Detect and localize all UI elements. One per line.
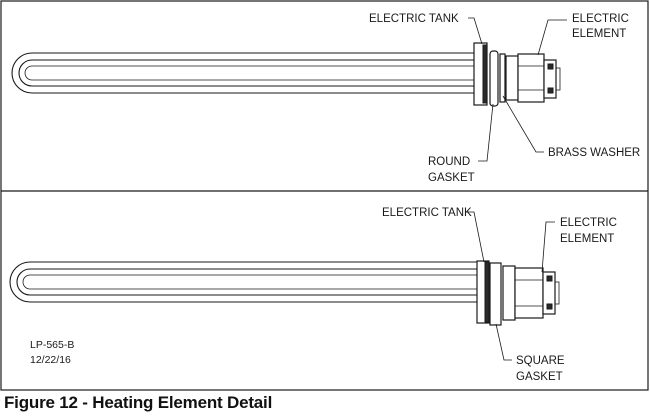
bottom-label-electric-tank: ELECTRIC TANK [382, 207, 472, 219]
top-hex-head [505, 55, 519, 101]
bottom-leader-electric-element [541, 221, 555, 273]
top-label-brass-washer: BRASS WASHER [548, 147, 640, 159]
bottom-leader-square-gasket [495, 323, 512, 361]
top-tank-wall [482, 44, 488, 104]
bottom-element-body [514, 267, 544, 319]
bottom-label-square-gasket-1: SQUARE [516, 355, 565, 367]
doc-number: LP-565-B [30, 339, 74, 351]
top-label-electric-element-2: ELEMENT [572, 28, 626, 40]
top-brass-washer [499, 53, 506, 103]
top-element-body [517, 53, 545, 103]
bottom-element-tube [9, 261, 478, 303]
top-element-tube [11, 52, 475, 94]
doc-date: 12/22/16 [30, 354, 71, 366]
top-label-round-gasket-1: ROUND [428, 156, 470, 168]
bottom-label-electric-element-1: ELECTRIC [560, 217, 617, 229]
figure-caption: Figure 12 - Heating Element Detail [4, 393, 273, 412]
top-leader-brass-washer [502, 95, 544, 153]
figure-frame [0, 0, 649, 391]
top-leader-electric-element [537, 19, 567, 56]
top-leader-electric-tank [468, 17, 483, 45]
bottom-square-gasket [489, 262, 502, 326]
top-element-assembly [11, 42, 561, 107]
top-label-electric-element-1: ELECTRIC [572, 13, 629, 25]
bottom-leader-electric-tank [466, 211, 485, 263]
bottom-label-square-gasket-2: GASKET [516, 371, 563, 383]
top-label-round-gasket-2: GASKET [428, 172, 475, 184]
top-label-electric-tank: ELECTRIC TANK [369, 13, 459, 25]
top-round-gasket [489, 50, 499, 107]
top-leader-round-gasket [478, 103, 494, 162]
bottom-label-electric-element-2: ELEMENT [560, 233, 614, 245]
bottom-hex-head [502, 265, 516, 321]
bottom-element-assembly [9, 260, 560, 326]
bottom-tank-wall [484, 261, 490, 323]
